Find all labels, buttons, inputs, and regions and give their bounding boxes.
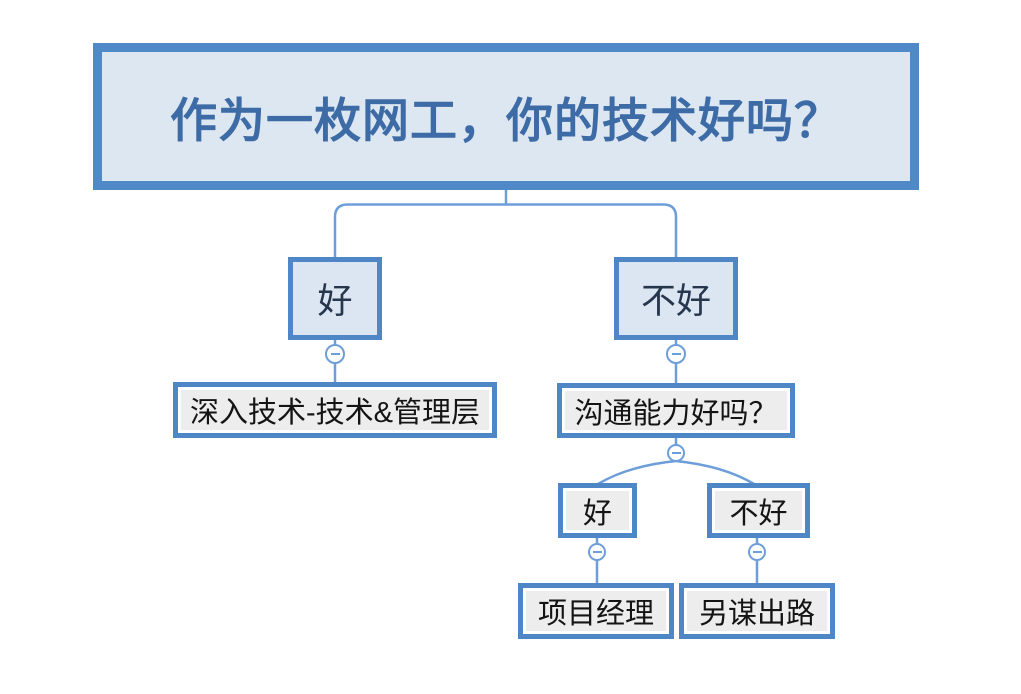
node-project-manager[interactable]: 项目经理	[518, 583, 674, 639]
collapse-minus-icon[interactable]	[325, 344, 345, 364]
collapse-minus-icon[interactable]	[667, 444, 685, 462]
node-tech-good[interactable]: 好	[288, 257, 382, 340]
node-deep-tech[interactable]: 深入技术-技术&管理层	[173, 382, 497, 438]
node-comm-question[interactable]: 沟通能力好吗？	[557, 383, 795, 438]
node-title[interactable]: 作为一枚网工，你的技术好吗？	[93, 43, 919, 190]
node-comm-bad[interactable]: 不好	[707, 483, 810, 538]
node-tech-bad[interactable]: 不好	[614, 257, 738, 340]
connector-level1-bracket	[333, 203, 678, 258]
connector-curve-left	[597, 459, 677, 486]
collapse-minus-icon[interactable]	[666, 344, 686, 364]
connector-curve-right	[675, 459, 755, 486]
collapse-minus-icon[interactable]	[588, 543, 606, 561]
node-comm-good[interactable]: 好	[558, 483, 637, 538]
node-other-way[interactable]: 另谋出路	[679, 583, 835, 639]
collapse-minus-icon[interactable]	[748, 543, 766, 561]
